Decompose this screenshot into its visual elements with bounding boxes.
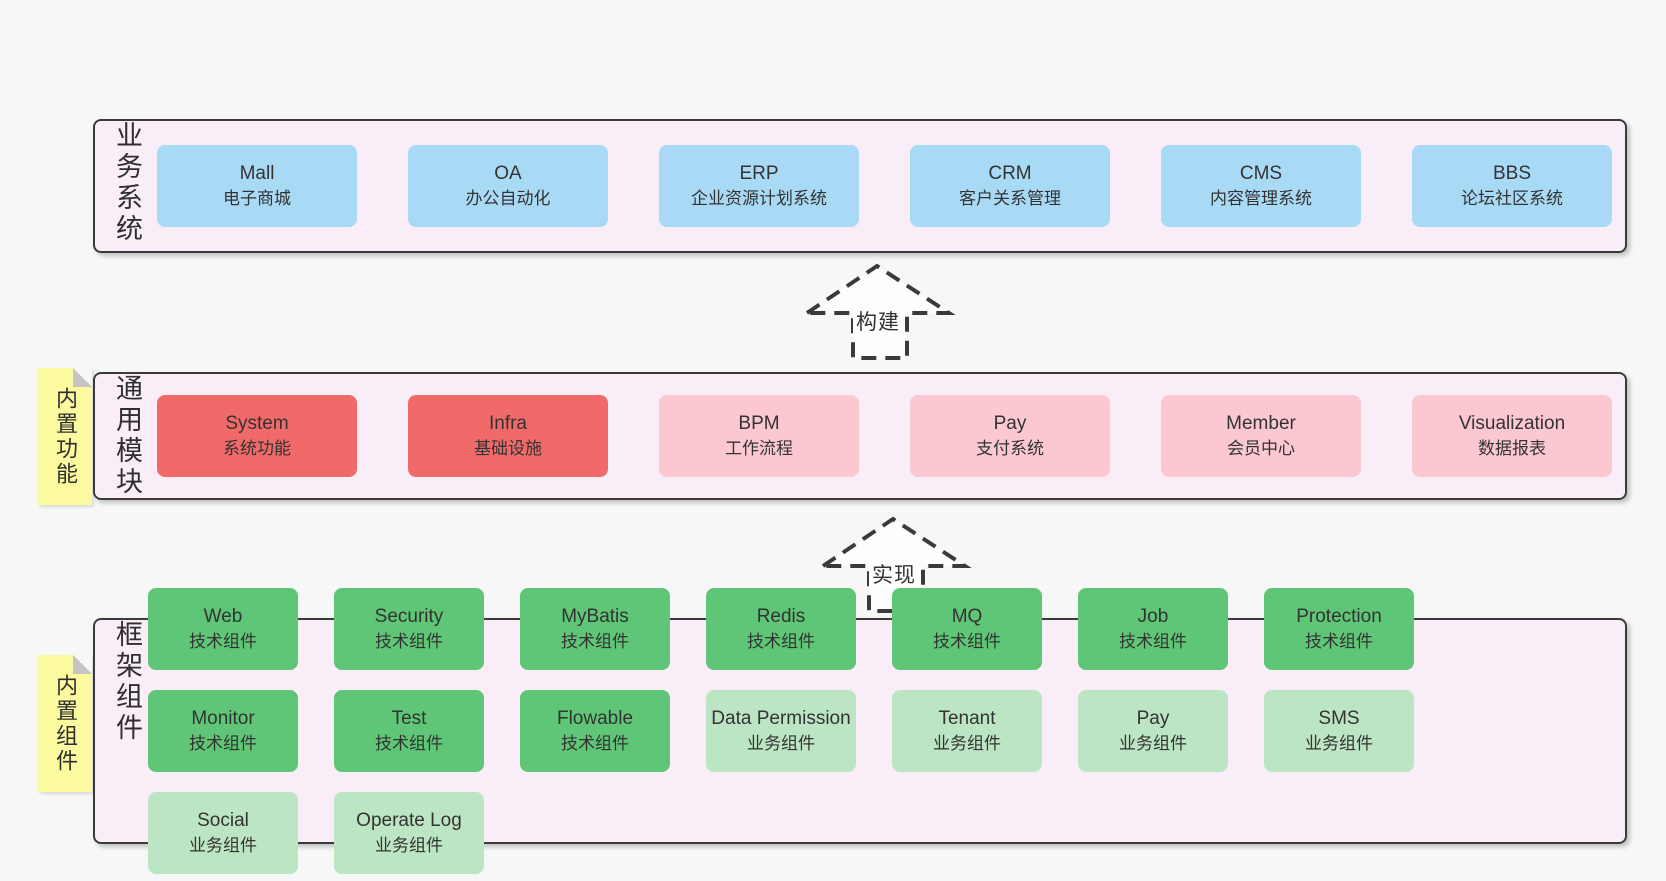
band-label-business-systems: 业务系统 (112, 121, 142, 245)
node-erp: ERP 企业资源计划系统 (659, 145, 859, 227)
band-content: Mall 电子商城 OA 办公自动化 ERP 企业资源计划系统 CRM 客户关系… (157, 121, 1612, 251)
band-common-modules: 通用模块 System 系统功能 Infra 基础设施 BPM 工作流程 Pay… (93, 372, 1627, 500)
node-sms: SMS 业务组件 (1264, 690, 1414, 772)
node-mall: Mall 电子商城 (157, 145, 357, 227)
node-oa: OA 办公自动化 (408, 145, 608, 227)
node-cms: CMS 内容管理系统 (1161, 145, 1361, 227)
node-bbs: BBS 论坛社区系统 (1412, 145, 1612, 227)
node-tenant: Tenant 业务组件 (892, 690, 1042, 772)
node-pay-component: Pay 业务组件 (1078, 690, 1228, 772)
node-flowable: Flowable 技术组件 (520, 690, 670, 772)
band-content: System 系统功能 Infra 基础设施 BPM 工作流程 Pay 支付系统… (157, 374, 1612, 498)
node-test: Test 技术组件 (334, 690, 484, 772)
node-monitor: Monitor 技术组件 (148, 690, 298, 772)
node-protection: Protection 技术组件 (1264, 588, 1414, 670)
up-arrow-build: 构建 (790, 255, 966, 365)
node-security: Security 技术组件 (334, 588, 484, 670)
sticky-note-builtin-components: 内置组件 (38, 655, 92, 792)
folded-corner-icon (73, 368, 92, 387)
node-visualization: Visualization 数据报表 (1412, 395, 1612, 477)
up-arrow-implement: 实现 (806, 508, 982, 618)
band-business-systems: 业务系统 Mall 电子商城 OA 办公自动化 ERP 企业资源计划系统 CRM… (93, 119, 1627, 253)
node-infra: Infra 基础设施 (408, 395, 608, 477)
node-member: Member 会员中心 (1161, 395, 1361, 477)
node-pay-system: Pay 支付系统 (910, 395, 1110, 477)
node-crm: CRM 客户关系管理 (910, 145, 1110, 227)
node-data-permission: Data Permission 业务组件 (706, 690, 856, 772)
node-bpm: BPM 工作流程 (659, 395, 859, 477)
node-mq: MQ 技术组件 (892, 588, 1042, 670)
node-mybatis: MyBatis 技术组件 (520, 588, 670, 670)
node-redis: Redis 技术组件 (706, 588, 856, 670)
band-label-common-modules: 通用模块 (112, 374, 142, 498)
node-operate-log: Operate Log 业务组件 (334, 792, 484, 874)
band-label-framework-components: 框架组件 (112, 620, 142, 744)
node-social: Social 业务组件 (148, 792, 298, 874)
node-system: System 系统功能 (157, 395, 357, 477)
band-framework-components: 框架组件 Web 技术组件 Security 技术组件 MyBatis 技术组件… (93, 588, 1627, 874)
sticky-note-builtin-features: 内置功能 (38, 368, 92, 505)
node-web: Web 技术组件 (148, 588, 298, 670)
folded-corner-icon (73, 655, 92, 674)
arrow-label-implement: 实现 (869, 559, 919, 589)
arrow-label-build: 构建 (853, 306, 903, 336)
band-content: Web 技术组件 Security 技术组件 MyBatis 技术组件 Redi… (148, 588, 1598, 874)
node-job: Job 技术组件 (1078, 588, 1228, 670)
